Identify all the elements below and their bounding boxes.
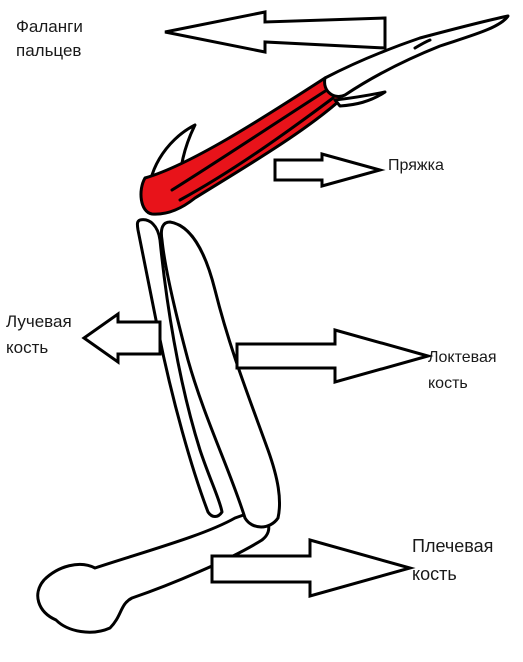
radius-arrow [84, 314, 160, 362]
label-ulna-line2: кость [428, 375, 468, 392]
label-phalanges-line2: пальцев [16, 41, 81, 60]
label-radius-line1: Лучевая [6, 312, 72, 331]
phalanges-arrow [165, 12, 385, 52]
buckle-arrow [275, 154, 380, 186]
label-buckle: Пряжка [388, 157, 444, 174]
ulna-arrow [237, 330, 428, 382]
label-radius-line2: кость [6, 338, 48, 357]
label-humerus-line1: Плечевая [412, 536, 493, 556]
label-phalanges-line1: Фаланги [16, 17, 83, 36]
label-humerus-line2: кость [412, 564, 457, 584]
label-ulna-line1: Локтевая [428, 349, 497, 366]
